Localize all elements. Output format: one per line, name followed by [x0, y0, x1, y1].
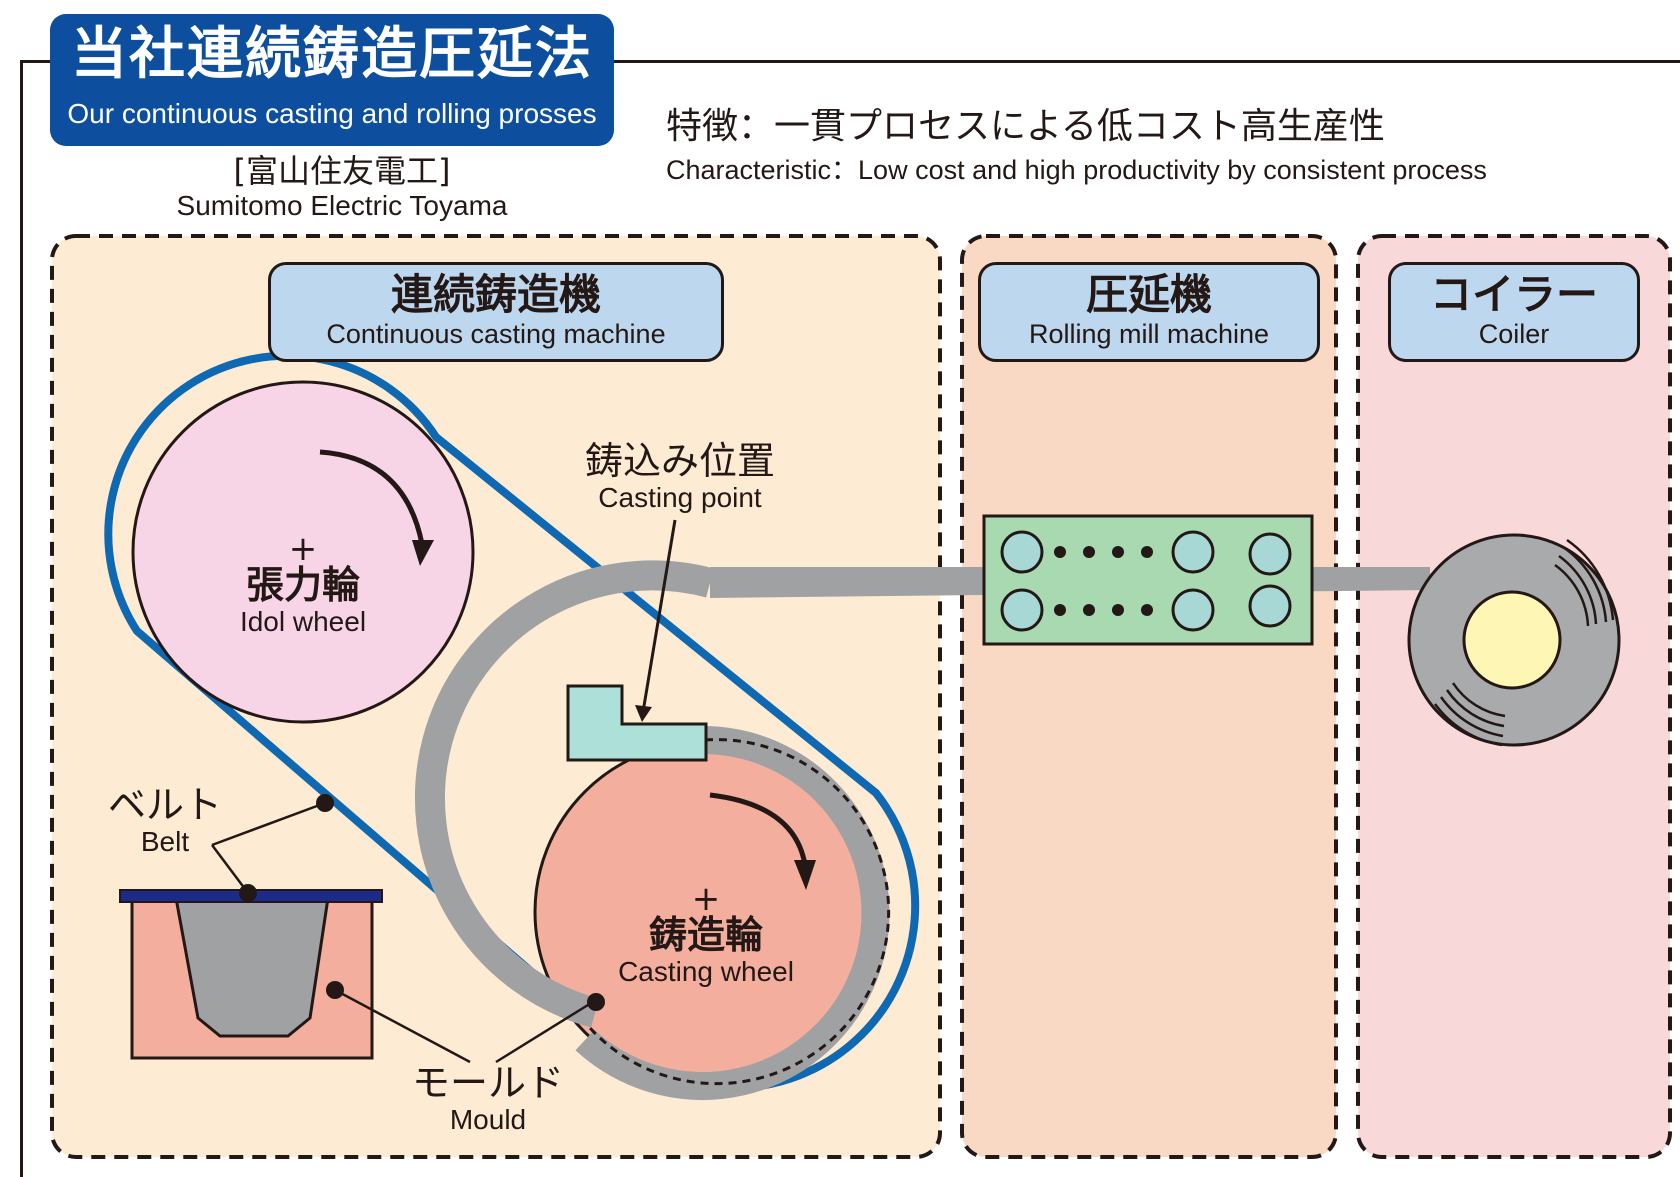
- company-name-en: Sumitomo Electric Toyama: [176, 190, 508, 221]
- idol-wheel-center-mark: +: [288, 529, 318, 569]
- casting-point-nozzle: [566, 684, 708, 762]
- mould-leader-2: [495, 998, 597, 1064]
- casting-point-label-jp: 鋳込み位置: [584, 439, 775, 483]
- idol-arrow-head: [412, 540, 434, 566]
- casting-point-label-en: Casting point: [598, 482, 762, 513]
- feature-text: 特徴：一貫プロセスによる低コスト高生産性 Characteristic：Low …: [666, 104, 1487, 190]
- rolling-mill-label: 圧延機 Rolling mill machine: [978, 262, 1320, 362]
- mill-dot: [1112, 604, 1124, 616]
- idol-rotation-arrow: [319, 449, 425, 545]
- rolling-mill-label-en: Rolling mill machine: [1028, 319, 1270, 349]
- casting-wheel-center-mark: +: [691, 879, 721, 919]
- mill-dot: [1054, 546, 1066, 558]
- page-title: 当社連続鋳造圧延法: [71, 22, 593, 87]
- belt-leader-2: [211, 844, 249, 894]
- roll-top-1: [1000, 530, 1044, 574]
- roll-bottom-2: [1171, 588, 1215, 632]
- belt-label-jp: ベルト: [107, 783, 222, 827]
- mill-dot: [1083, 604, 1095, 616]
- mould-label-en: Mould: [449, 1104, 527, 1135]
- company-name-jp: [富山住友電工]: [233, 152, 451, 190]
- feature-jp: 特徴：一貫プロセスによる低コスト高生産性: [666, 106, 1385, 147]
- idol-wheel-label-en: Idol wheel: [239, 606, 367, 637]
- mill-dot: [1112, 546, 1124, 558]
- frame-top-line: [20, 60, 1680, 63]
- rolling-mill-rolls: [1000, 530, 1292, 632]
- casting-point-pointer: [641, 519, 677, 713]
- feature-en: Characteristic：Low cost and high product…: [666, 155, 1487, 185]
- coiler-label: コイラー Coiler: [1388, 262, 1640, 362]
- mill-dot: [1141, 546, 1153, 558]
- idol-wheel-label-jp: 張力輪: [245, 563, 360, 607]
- casting-point-label: 鋳込み位置 Casting point: [570, 440, 790, 514]
- coiler-label-en: Coiler: [1478, 319, 1550, 349]
- coil-core: [1462, 590, 1562, 690]
- mill-dot: [1083, 546, 1095, 558]
- belt-dot-1: [316, 794, 334, 812]
- casting-wheel-label-en: Casting wheel: [618, 956, 794, 987]
- strip-band-outline: [575, 726, 890, 1100]
- casting-wheel-label-jp: 鋳造輪: [648, 913, 763, 957]
- casting-machine-label: 連続鋳造機 Continuous casting machine: [268, 262, 724, 362]
- roll-top-3: [1248, 532, 1292, 576]
- idol-wheel: [131, 380, 475, 724]
- rolling-mill-dots: [1054, 546, 1153, 616]
- mould-cavity: [174, 896, 330, 1038]
- belt-label: ベルト Belt: [100, 784, 230, 858]
- casting-machine-label-en: Continuous casting machine: [326, 319, 666, 349]
- roll-bottom-3: [1248, 584, 1292, 628]
- roll-bottom-1: [1000, 588, 1044, 632]
- idol-wheel-label: + 張力輪 Idol wheel: [203, 529, 403, 638]
- casting-arrow-head: [794, 860, 816, 890]
- frame-left-line: [20, 60, 23, 1177]
- mould-label: モールド Mould: [388, 1062, 588, 1136]
- mould-dot-1: [326, 981, 344, 999]
- mould-dot-2: [587, 993, 605, 1011]
- company-label: [富山住友電工] Sumitomo Electric Toyama: [132, 152, 552, 222]
- coiler-label-jp: コイラー: [1429, 270, 1598, 319]
- casting-machine-label-jp: 連続鋳造機: [390, 270, 601, 319]
- mould-leader-1: [334, 988, 471, 1064]
- casting-rotation-arrow: [709, 792, 808, 866]
- rolling-mill-label-jp: 圧延機: [1085, 270, 1212, 319]
- belt-leader-1: [211, 801, 326, 847]
- title-badge: 当社連続鋳造圧延法 Our continuous casting and rol…: [50, 14, 614, 146]
- casting-wheel-label: + 鋳造輪 Casting wheel: [596, 879, 816, 988]
- casting-point-pointer-head: [635, 705, 652, 722]
- coil-windings: [1433, 538, 1615, 747]
- belt-label-en: Belt: [140, 826, 190, 857]
- mill-dot: [1054, 604, 1066, 616]
- mill-dot: [1141, 604, 1153, 616]
- roll-top-2: [1171, 530, 1215, 574]
- mould-label-jp: モールド: [411, 1061, 564, 1105]
- strip-band: [414, 560, 714, 1028]
- belt-dot-2: [239, 884, 257, 902]
- page-subtitle: Our continuous casting and rolling pross…: [67, 98, 597, 129]
- rolling-mill-panel: [960, 234, 1338, 1159]
